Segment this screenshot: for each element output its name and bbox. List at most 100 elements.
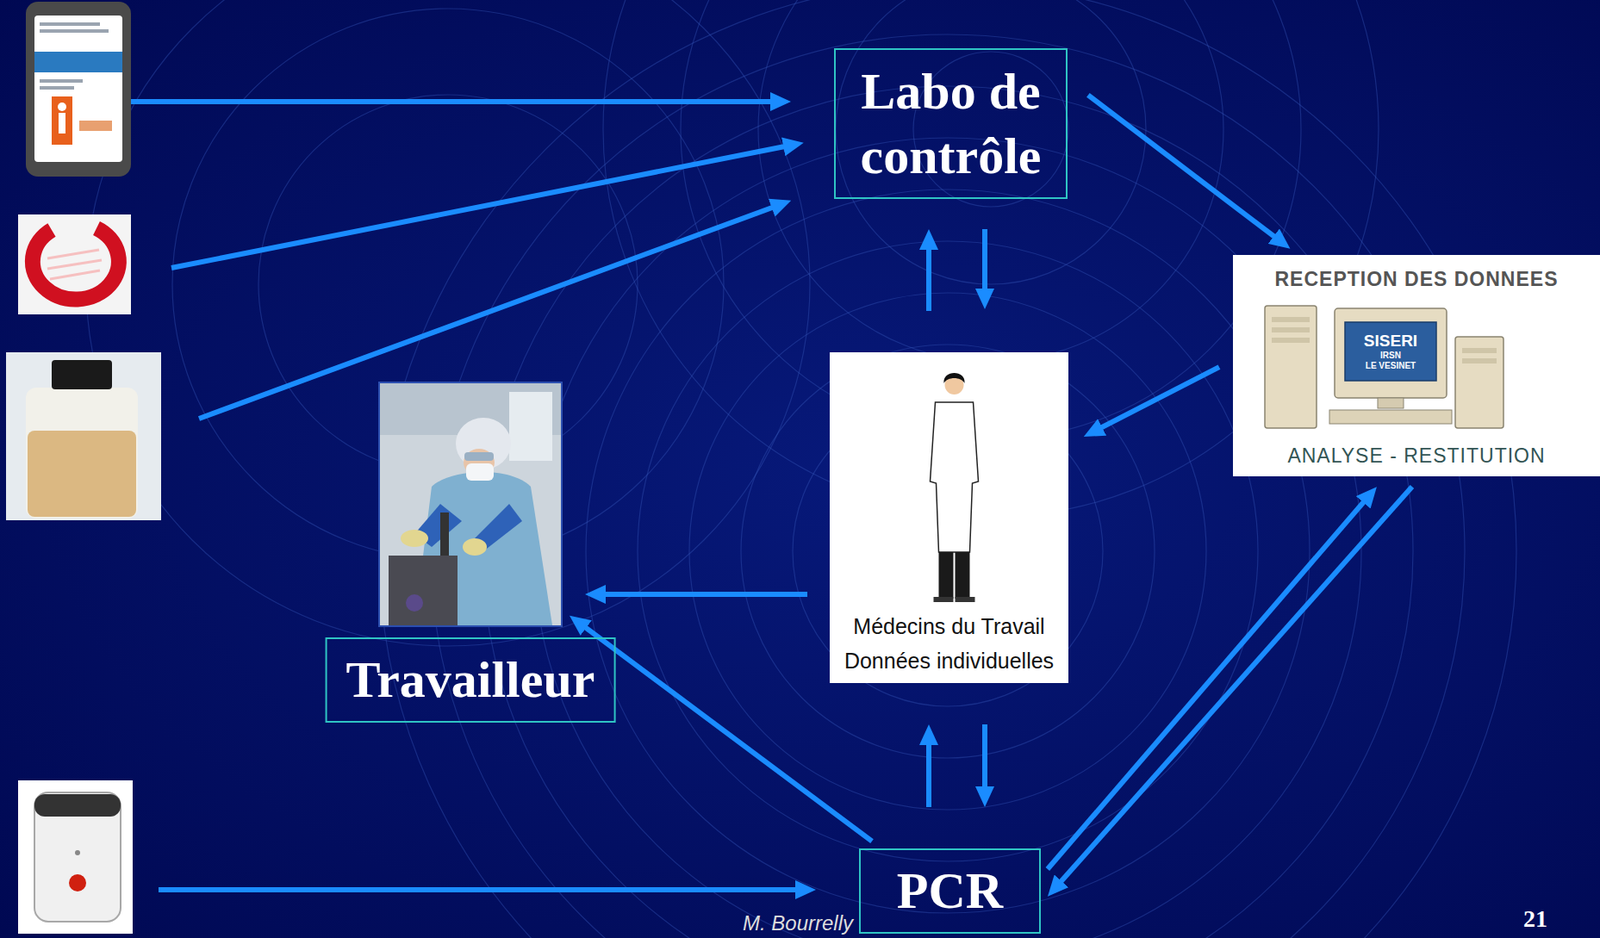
dosimeter-top (34, 794, 121, 817)
circle (258, 94, 638, 474)
screen-text: IRSN (1380, 350, 1401, 362)
photo-tube (440, 512, 449, 556)
photo-goggles (464, 452, 494, 461)
worker-node: Travailleur (378, 381, 563, 628)
label-holder: 21 (1523, 904, 1548, 934)
badge-dosimeter (25, 1, 131, 177)
flow-arrow (982, 229, 988, 299)
badge-stripe (34, 51, 123, 73)
flow-arrow (578, 622, 872, 842)
box-caption: ANALYSE - RESTITUTION (1287, 444, 1545, 468)
box-title: Labo de contrôle (851, 59, 1051, 189)
layout-slot: Médecins du TravailDonnées individuelles (844, 609, 1054, 679)
layout-slot: RECEPTION DES DONNEES (1275, 265, 1559, 293)
badge-figure (57, 102, 67, 112)
photo-ground (379, 383, 561, 626)
badge-line (39, 86, 75, 90)
ring-engraving (47, 249, 102, 280)
electronic-dosimeter (18, 780, 133, 934)
flow-arrow (1047, 494, 1370, 870)
flow-arrow (926, 734, 932, 808)
author-credit: M. Bourrelly (742, 911, 853, 936)
drive-slot (1271, 337, 1310, 343)
drive-slot (1271, 317, 1310, 323)
box-title: PCR (896, 859, 1003, 924)
flow-arrow (1088, 94, 1283, 243)
badge-orange (51, 96, 73, 145)
figure-shoe (954, 597, 975, 603)
monitor-screen (1344, 322, 1437, 381)
figure-shirt (929, 402, 978, 553)
server-tower (1455, 336, 1504, 429)
worker-photo-illustration (379, 383, 561, 626)
box-caption: Données individuelles (844, 643, 1054, 679)
control-lab-box: Labo de contrôle (834, 48, 1068, 200)
drive-slot (1271, 327, 1310, 333)
box-caption: Médecins du Travail (844, 609, 1054, 644)
flow-arrow (1092, 367, 1220, 432)
ring-band (32, 228, 119, 300)
monitor-stand (1377, 398, 1404, 409)
flow-arrow (1054, 486, 1413, 890)
slide-number: 21 (1523, 904, 1548, 934)
circle (585, 189, 1310, 914)
circle (482, 86, 1414, 938)
data-center-box: RECEPTION DES DONNEES SISERIIRSNLE VESINE… (1232, 255, 1600, 477)
circle (86, 0, 810, 647)
bottle-body (25, 387, 138, 519)
sample-arrow (171, 144, 794, 268)
figure-leg (954, 552, 970, 599)
figure-hair (943, 373, 965, 384)
badge-line (39, 29, 109, 33)
badge-line (39, 79, 83, 83)
drive-slot (1462, 358, 1497, 364)
box-caption: RECEPTION DES DONNEES (1275, 267, 1559, 292)
badge-figure (58, 112, 66, 134)
photo-glove (462, 538, 487, 556)
layout-slot: SISERIIRSNLE VESINET (1344, 322, 1437, 381)
layout-slot: Travailleur (325, 637, 617, 723)
circle (689, 292, 1207, 810)
circle (740, 344, 1155, 759)
circle (430, 34, 1465, 938)
badge-card (34, 15, 123, 162)
monitor (1334, 308, 1447, 399)
screen-text: SISERI (1363, 331, 1418, 351)
dosimeter-body (34, 792, 121, 922)
sample-arrow (130, 99, 781, 105)
bottle-cap (51, 360, 113, 390)
ring-dosimeter (18, 214, 131, 315)
badge-frame (25, 1, 131, 177)
dosimeter-background (18, 780, 133, 934)
sample-arrow (158, 887, 806, 893)
photo-window (509, 392, 553, 461)
dosimeter-led (74, 850, 81, 856)
flow-arrow (595, 591, 808, 598)
flow-arrow (926, 239, 932, 312)
ring-background (18, 214, 131, 315)
layout-slot: ANALYSE - RESTITUTION (1287, 442, 1545, 470)
badge-logo (79, 120, 113, 131)
circle (835, 0, 1146, 285)
photo-vial (405, 594, 424, 612)
bottle-background (6, 352, 162, 521)
dosimeter-button (68, 874, 87, 892)
figure-shoe (933, 597, 953, 603)
photo-glove (400, 529, 429, 548)
photo-mask (466, 463, 494, 481)
pcr-box: PCR (859, 848, 1041, 934)
label-holder: M. Bourrelly (742, 911, 853, 936)
layout-slot: SISERIIRSNLE VESINET (1239, 292, 1594, 443)
badge-line (39, 22, 100, 26)
server-tower (1264, 305, 1317, 429)
sample-arrows (130, 101, 806, 891)
bottle-liquid (27, 430, 137, 517)
photo-equipment (388, 555, 458, 626)
drive-slot (1462, 348, 1497, 354)
worker-label: Travailleur (325, 637, 617, 723)
circle (758, 0, 1224, 362)
doctor-figure (829, 352, 1069, 604)
figure-leg (938, 552, 953, 599)
